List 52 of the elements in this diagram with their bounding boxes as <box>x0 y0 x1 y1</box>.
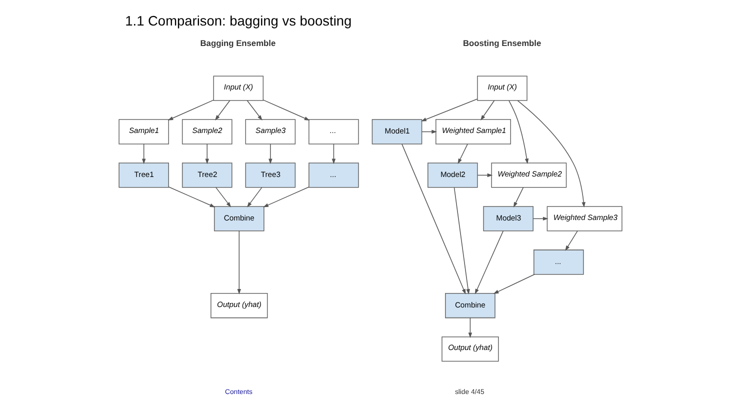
arrow <box>474 230 504 294</box>
arrow <box>215 187 231 208</box>
arrow <box>564 230 578 251</box>
arrow <box>167 100 214 120</box>
arrow <box>204 144 208 164</box>
node-box: Tree2 <box>181 162 232 188</box>
arrow <box>476 173 492 178</box>
arrow <box>168 186 215 208</box>
arrow <box>262 186 309 208</box>
node-box: Tree1 <box>118 162 168 188</box>
node-box: Output (yhat) <box>210 293 268 318</box>
arrow <box>214 100 230 120</box>
label: Boosting Ensemble <box>462 38 541 48</box>
arrow <box>512 187 524 208</box>
arrow <box>236 230 241 294</box>
node-box: Sample3 <box>244 119 296 144</box>
node-box: ... <box>308 162 358 188</box>
arrow <box>262 100 310 120</box>
node-box: Model3 <box>482 206 533 232</box>
node-box: Sample1 <box>118 119 168 144</box>
label: Bagging Ensemble <box>200 38 276 48</box>
arrow <box>492 274 534 294</box>
node-box: Tree3 <box>244 162 296 188</box>
arrow <box>421 130 436 134</box>
arrow <box>468 317 472 338</box>
arrow <box>508 100 528 164</box>
node-box: ... <box>533 250 584 275</box>
node-box: ... <box>308 119 358 144</box>
arrow <box>453 187 470 294</box>
node-box: Sample2 <box>181 119 232 144</box>
arrow <box>480 100 494 120</box>
node-box: Output (yhat) <box>441 336 498 362</box>
node-box: Weighted Sample1 <box>435 119 510 144</box>
node-box: Combine <box>213 206 264 232</box>
node-box: Combine <box>444 293 495 318</box>
node-box: Input (X) <box>476 76 527 101</box>
arrow <box>457 144 468 164</box>
node-box: Weighted Sample3 <box>546 206 622 232</box>
arrow <box>246 187 262 208</box>
arrow <box>331 144 336 164</box>
arrow <box>532 216 548 221</box>
node-box: Weighted Sample2 <box>490 162 566 188</box>
node-box: Model2 <box>427 162 478 188</box>
arrow <box>268 144 272 164</box>
node-box: Input (X) <box>212 76 264 101</box>
arrow <box>420 98 478 122</box>
diagram-title: 1.1 Comparison: bagging vs boosting <box>124 13 352 28</box>
node-box: Model1 <box>371 119 422 144</box>
arrow <box>246 100 262 120</box>
arrow <box>141 144 146 164</box>
arrow <box>401 144 466 294</box>
arrow <box>516 100 585 208</box>
